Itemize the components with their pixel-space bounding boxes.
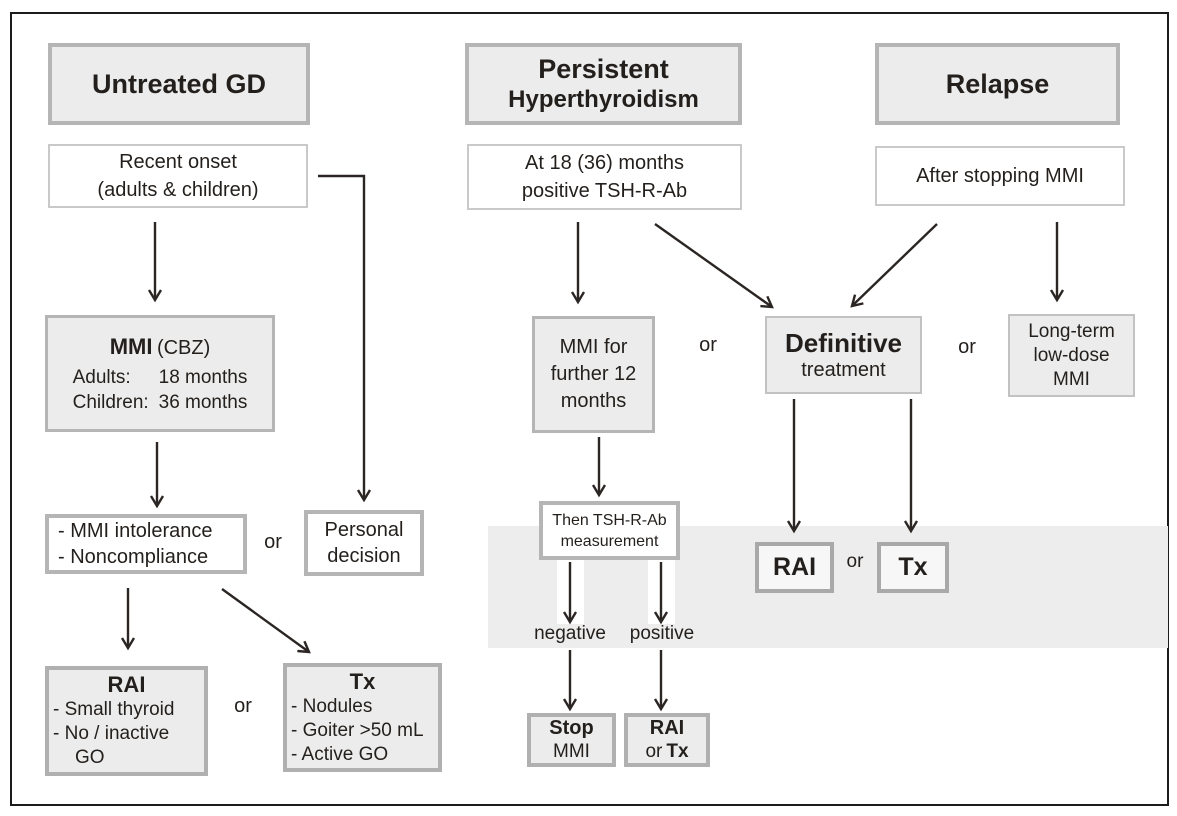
box-rai-criteria: RAI - Small thyroid - No / inactive GO [45, 666, 208, 776]
rai-item-continuation: GO [75, 747, 105, 768]
or-label-personal: or [264, 531, 282, 553]
or-label-band: or [846, 551, 864, 572]
rai-definitive-label: RAI [772, 553, 817, 581]
mmi-cbz-title-suffix: (CBZ) [156, 337, 211, 359]
arrow-backdrop-strip [557, 556, 584, 624]
mmi-cbz-title: MMI (CBZ) [110, 332, 211, 365]
recent-onset-line1: Recent onset [119, 151, 237, 173]
mmi-cbz-title-bold: MMI [109, 334, 153, 359]
rai-criteria-items: - Small thyroid - No / inactive GO [49, 698, 204, 770]
rai-or-tx-tx: Tx [666, 741, 689, 762]
tx-item: - Active GO [291, 743, 389, 765]
personal-decision-line2: decision [327, 545, 401, 567]
box-stop-mmi: Stop MMI [527, 713, 616, 767]
tx-criteria-title: Tx [349, 668, 376, 694]
box-long-term-mmi: Long-term low-dose MMI [1008, 314, 1135, 397]
mmi-cbz-rows: Adults: 18 months Children: 36 months [73, 365, 248, 415]
box-mmi-cbz: MMI (CBZ) Adults: 18 months Children: 36… [45, 315, 275, 432]
tx-criteria-items: - Nodules - Goiter >50 mL - Active GO [287, 695, 438, 767]
definitive-line1: Definitive [784, 327, 903, 358]
intolerance-line1: - MMI intolerance [58, 520, 213, 542]
rai-or-tx-line1: RAI [649, 717, 685, 739]
negative-label: negative [534, 623, 606, 644]
mmi-cbz-adults-label: Adults: [72, 367, 131, 388]
box-mmi-further-12: MMI for further 12 months [532, 316, 655, 433]
box-after-stopping-mmi: After stopping MMI [875, 146, 1125, 206]
stop-mmi-line1: Stop [549, 717, 594, 739]
box-tx-criteria: Tx - Nodules - Goiter >50 mL - Active GO [283, 663, 442, 772]
box-mmi-intolerance: - MMI intolerance - Noncompliance [45, 514, 247, 574]
personal-decision-line1: Personal [324, 519, 404, 541]
box-personal-decision: Personal decision [304, 510, 424, 576]
box-tx-definitive: Tx [877, 542, 949, 593]
mmi-further-line3: months [560, 390, 627, 412]
header-persistent-hyperthyroidism: Persistent Hyperthyroidism [465, 43, 742, 125]
header-relapse: Relapse [875, 43, 1120, 125]
header-untreated-gd: Untreated GD [48, 43, 310, 125]
at-months-line1: At 18 (36) months [525, 152, 684, 174]
long-term-line2: low-dose [1033, 344, 1110, 366]
or-label-definitive-left: or [699, 334, 717, 356]
mmi-further-line2: further 12 [550, 363, 637, 385]
positive-label: positive [629, 623, 695, 644]
box-definitive-treatment: Definitive treatment [765, 316, 922, 394]
rai-item: - No / inactive [53, 723, 170, 744]
mmi-cbz-children-value: 36 months [158, 392, 248, 413]
definitive-line2: treatment [801, 358, 886, 381]
rai-item: - Small thyroid [53, 699, 175, 720]
box-rai-definitive: RAI [755, 542, 834, 593]
persistent-line1: Persistent [538, 54, 669, 85]
long-term-line3: MMI [1053, 368, 1090, 390]
arrow-backdrop-strip [648, 556, 675, 624]
diagram-frame [10, 12, 1169, 806]
stop-mmi-line2: MMI [553, 741, 590, 762]
mmi-further-line1: MMI for [559, 336, 628, 358]
rai-criteria-title: RAI [107, 672, 146, 697]
or-label-longterm: or [958, 336, 976, 358]
at-months-line2: positive TSH-R-Ab [521, 180, 688, 202]
recent-onset-line2: (adults & children) [97, 179, 259, 201]
mmi-cbz-children-label: Children: [72, 392, 149, 413]
mmi-cbz-adults-value: 18 months [158, 367, 248, 388]
long-term-line1: Long-term [1028, 320, 1115, 342]
rai-or-tx-or: or [645, 741, 663, 762]
mmi-cbz-adults-row: Adults: 18 months [73, 365, 248, 390]
then-tshrab-line1: Then TSH-R-Ab [552, 511, 667, 529]
then-tshrab-line2: measurement [560, 532, 659, 550]
after-stopping-label: After stopping MMI [916, 164, 1084, 187]
tx-item: - Nodules [291, 695, 373, 717]
persistent-line2: Hyperthyroidism [508, 85, 699, 113]
intolerance-line2: - Noncompliance [58, 546, 209, 568]
mmi-cbz-children-row: Children: 36 months [73, 390, 248, 415]
or-label-rai-tx: or [234, 695, 252, 717]
box-at-18-36-months: At 18 (36) months positive TSH-R-Ab [467, 144, 742, 210]
tx-item: - Goiter >50 mL [291, 719, 424, 741]
header-untreated-gd-label: Untreated GD [91, 68, 267, 99]
box-then-tshrab-measurement: Then TSH-R-Ab measurement [539, 501, 680, 560]
tx-definitive-label: Tx [898, 553, 928, 581]
box-recent-onset: Recent onset (adults & children) [48, 144, 308, 208]
header-relapse-label: Relapse [945, 68, 1050, 99]
